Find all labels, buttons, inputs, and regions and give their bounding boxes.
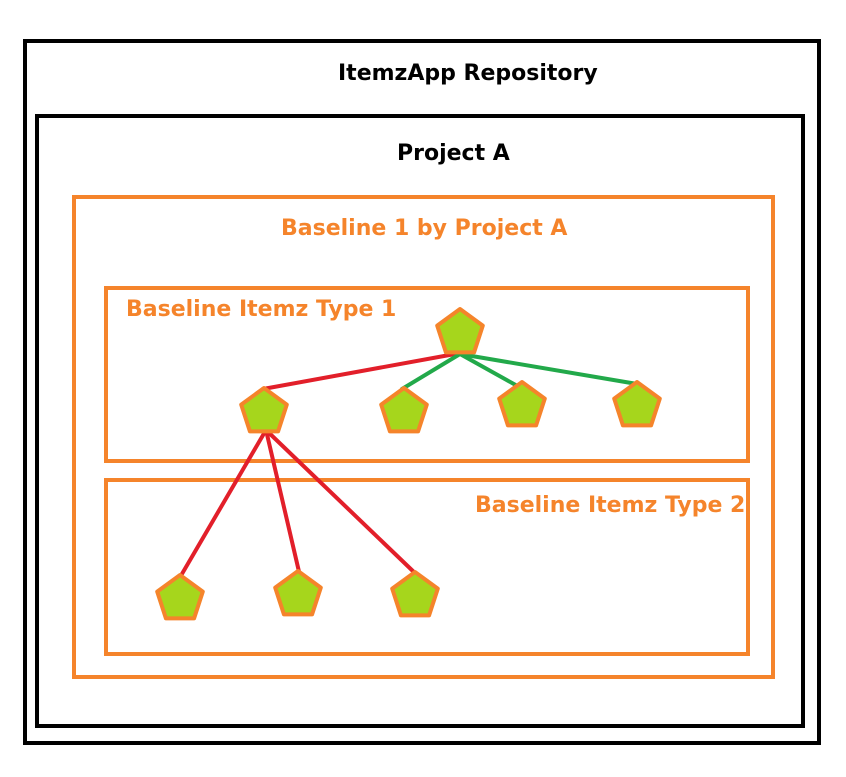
baseline-container	[72, 195, 775, 679]
pentagon-node-type1-child-1	[239, 386, 289, 434]
baseline-itemz-type-2-title: Baseline Itemz Type 2	[475, 493, 746, 518]
pentagon-node-type2-child-1	[155, 573, 205, 621]
edge-root-to-type1-child-1	[261, 352, 457, 391]
baseline-title: Baseline 1 by Project A	[281, 216, 568, 241]
edge-root-to-type1-child-4	[458, 352, 639, 386]
project-title: Project A	[397, 141, 510, 166]
pentagon-node-type2-child-3	[390, 570, 440, 618]
pentagon-node-type1-child-4	[612, 380, 662, 428]
baseline-itemz-type-2-container	[104, 478, 750, 656]
pentagon-node-type1-child-2	[379, 386, 429, 434]
edge-root-to-type1-child-3	[458, 352, 523, 390]
tree-nodes	[155, 307, 662, 621]
pentagon-node-type2-child-2	[273, 569, 323, 617]
baseline-itemz-type-1-title: Baseline Itemz Type 1	[126, 297, 397, 322]
edge-type1-child-1-to-type2-child-3	[264, 428, 419, 577]
edge-root-to-type1-child-2	[400, 352, 462, 391]
pentagon-node-root	[435, 307, 485, 355]
repository-title: ItemzApp Repository	[338, 61, 598, 86]
pentagon-node-type1-child-3	[497, 380, 547, 428]
project-container	[35, 114, 805, 728]
repository-container	[23, 39, 821, 745]
tree-edges	[177, 352, 639, 581]
edge-type1-child-1-to-type2-child-1	[177, 428, 268, 581]
edge-type1-child-1-to-type2-child-2	[264, 428, 302, 578]
baseline-itemz-type-1-container	[104, 286, 750, 463]
